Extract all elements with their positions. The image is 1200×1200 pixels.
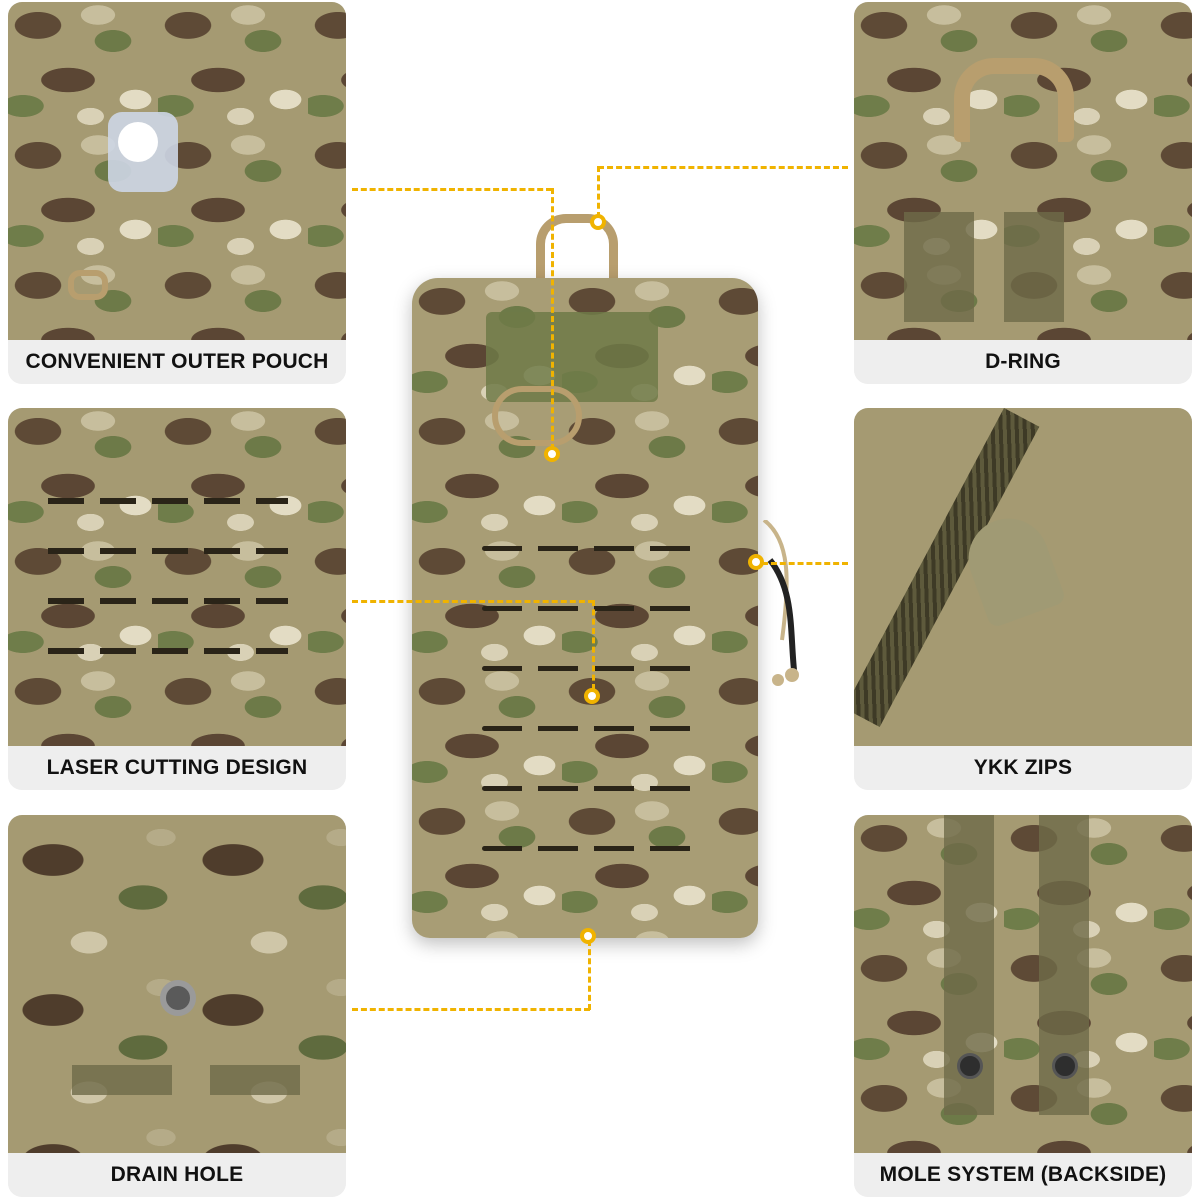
- caption: D-RING: [854, 340, 1192, 384]
- connector-d-ring: [598, 166, 848, 169]
- connector-laser-cutting: [592, 600, 595, 690]
- connector-outer-pouch: [352, 188, 552, 191]
- callout-dot: [590, 214, 606, 230]
- photo-mole-system: [854, 815, 1192, 1153]
- caption: DRAIN HOLE: [8, 1153, 346, 1197]
- callout-dot: [584, 688, 600, 704]
- photo-outer-pouch: [8, 2, 346, 340]
- laser-slot-row: [482, 606, 692, 611]
- webbing-strap: [904, 212, 974, 322]
- webbing-strap: [1004, 212, 1064, 322]
- connector-drain-hole: [352, 1008, 590, 1011]
- panel-convenient-outer-pouch: CONVENIENT OUTER POUCH: [8, 2, 346, 384]
- photo-laser-cutting: [8, 408, 346, 746]
- connector-ykk-zips: [762, 562, 848, 565]
- laser-slot-row: [48, 598, 288, 604]
- laser-slot-row: [48, 648, 288, 654]
- caption: MOLE SYSTEM (BACKSIDE): [854, 1153, 1192, 1197]
- laser-slot-row: [48, 498, 288, 504]
- connector-outer-pouch: [551, 188, 554, 450]
- laser-slot-row: [48, 548, 288, 554]
- photo-ykk-zips: [854, 408, 1192, 746]
- connector-drain-hole: [588, 940, 591, 1010]
- zipper-pull-icon: [762, 520, 799, 686]
- callout-dot: [748, 554, 764, 570]
- callout-dot: [544, 446, 560, 462]
- webbing-strap: [72, 1065, 172, 1095]
- connector-d-ring: [597, 166, 600, 218]
- laser-slot-row: [482, 786, 692, 791]
- panel-laser-cutting-design: LASER CUTTING DESIGN: [8, 408, 346, 790]
- connector-laser-cutting: [352, 600, 594, 603]
- photo-d-ring: [854, 2, 1192, 340]
- caption: LASER CUTTING DESIGN: [8, 746, 346, 790]
- bungee-loop: [492, 386, 582, 446]
- panel-mole-system: MOLE SYSTEM (BACKSIDE): [854, 815, 1192, 1197]
- caption: YKK ZIPS: [854, 746, 1192, 790]
- laser-slot-row: [482, 666, 692, 671]
- laser-slot-row: [482, 726, 692, 731]
- panel-ykk-zips: YKK ZIPS: [854, 408, 1192, 790]
- snap-button-icon: [1052, 1053, 1078, 1079]
- d-ring-icon: [536, 214, 618, 286]
- photo-drain-hole: [8, 815, 346, 1153]
- laser-slot-row: [482, 546, 692, 551]
- callout-dot: [580, 928, 596, 944]
- laser-slot-row: [482, 846, 692, 851]
- d-ring-icon: [68, 270, 108, 300]
- bottle-cap: [118, 122, 158, 162]
- panel-d-ring: D-RING: [854, 2, 1192, 384]
- grommet-icon: [160, 980, 196, 1016]
- center-pouch: [412, 278, 758, 938]
- snap-button-icon: [957, 1053, 983, 1079]
- caption: CONVENIENT OUTER POUCH: [8, 340, 346, 384]
- webbing-strap: [210, 1065, 300, 1095]
- d-ring-icon: [954, 58, 1074, 142]
